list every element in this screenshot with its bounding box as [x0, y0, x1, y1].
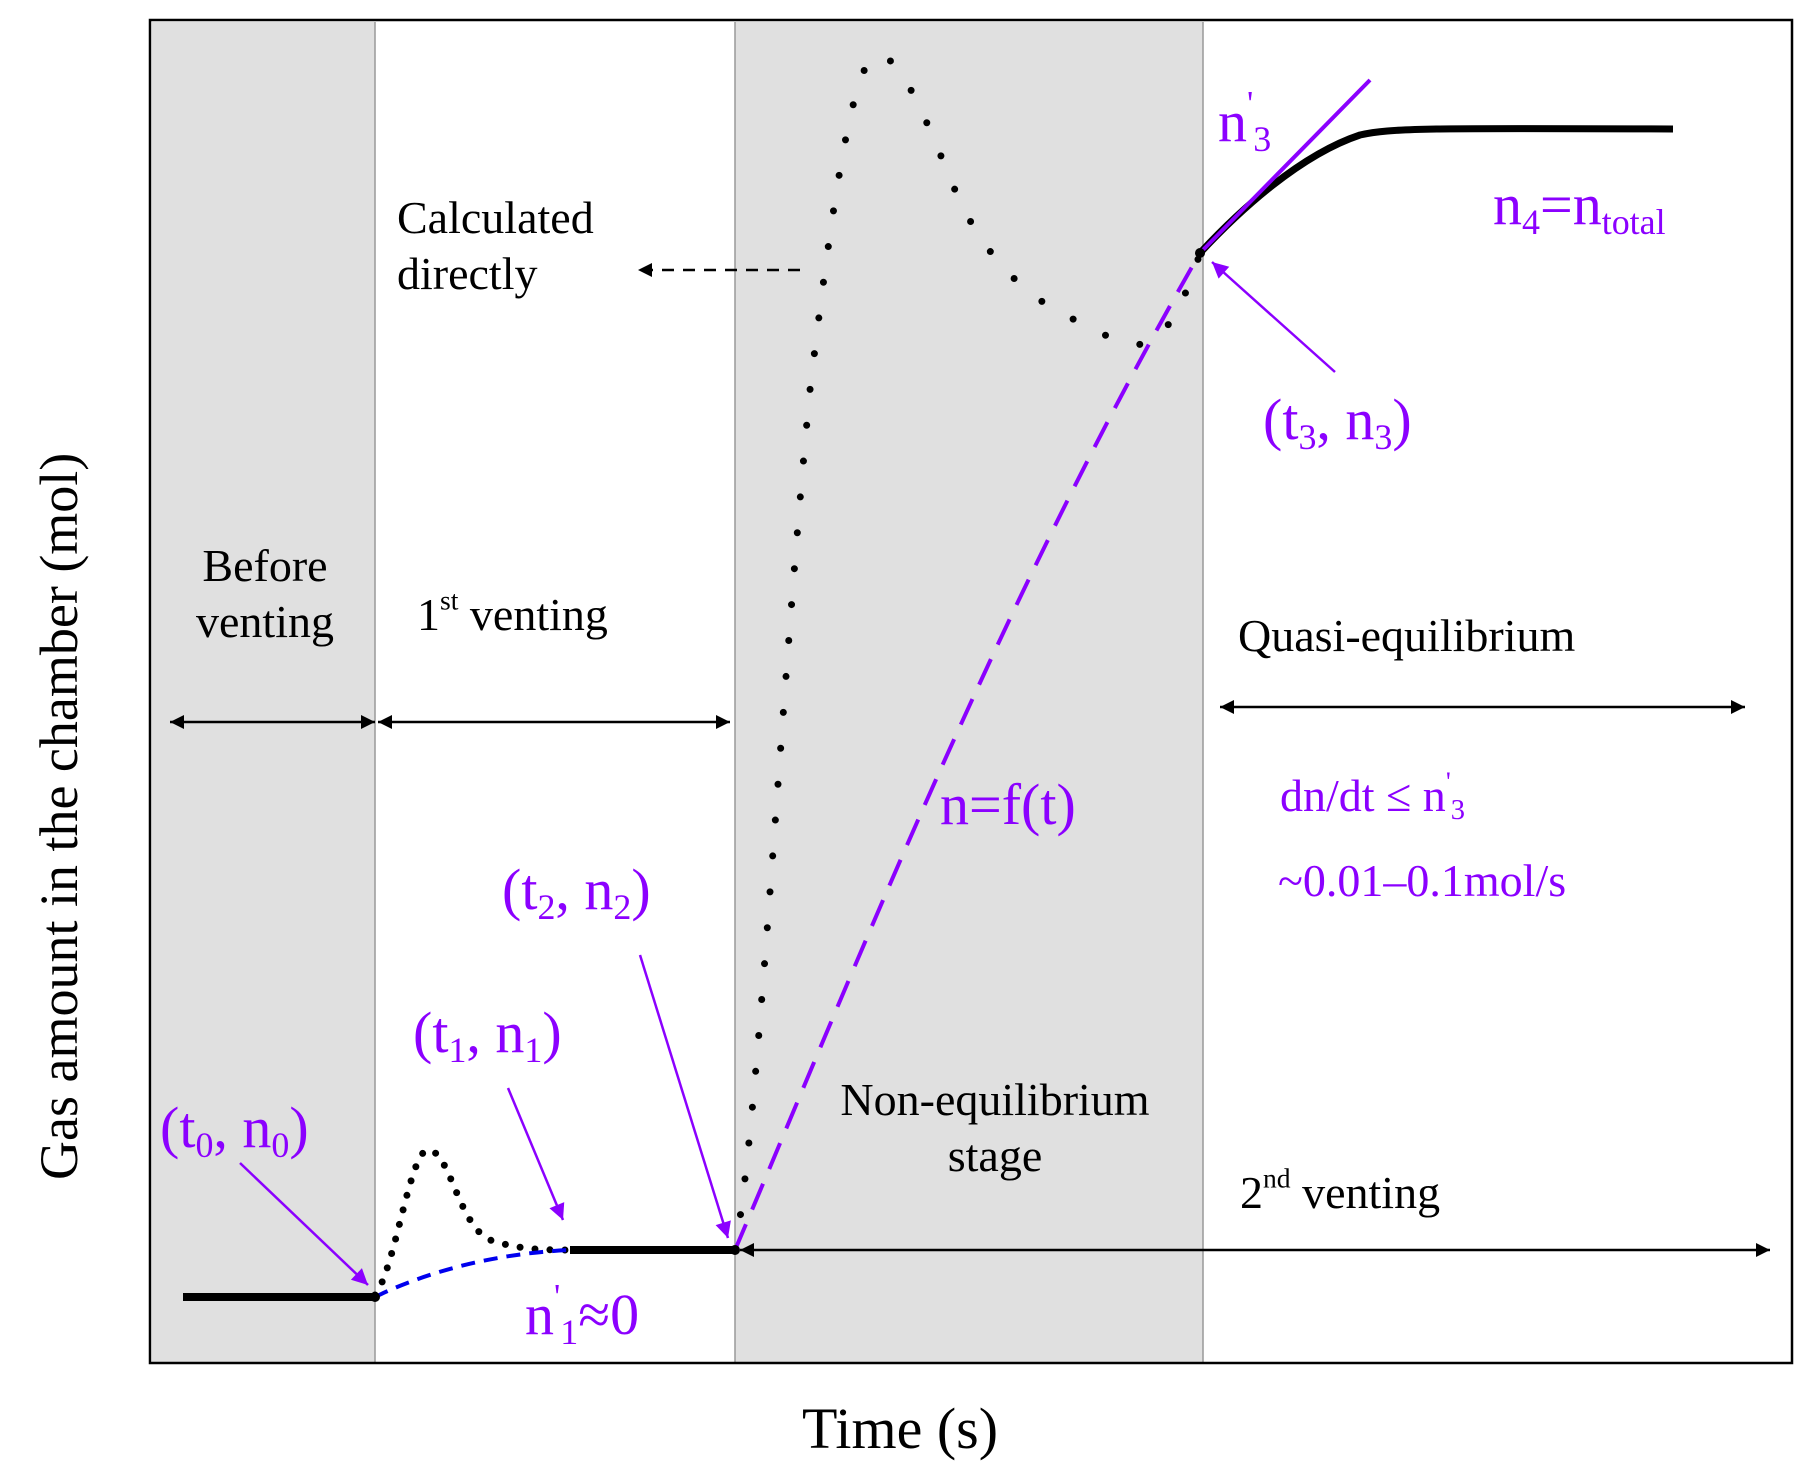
- p2-mid: , n: [555, 857, 614, 922]
- p0-sub2: 0: [271, 1125, 290, 1166]
- label-non-equilibrium-line2: stage: [947, 1130, 1043, 1182]
- p3-mid: , n: [1316, 387, 1375, 452]
- n4-base: n: [1493, 172, 1522, 237]
- p2-open: (t: [502, 857, 538, 922]
- p1-open: (t: [413, 1000, 449, 1065]
- point-t2-n2: [730, 1245, 740, 1255]
- label-calculated-line1: Calculated: [397, 192, 594, 243]
- p3-open: (t: [1263, 387, 1299, 452]
- label-before-venting-line2: venting: [196, 596, 334, 648]
- label-before-venting: Before venting: [155, 538, 375, 650]
- p0-close: ): [289, 1095, 309, 1160]
- p1-sub1: 1: [448, 1030, 467, 1071]
- p0-mid: , n: [213, 1095, 272, 1160]
- shade-non-equilibrium: [735, 22, 1203, 1362]
- rate-sup: ': [1445, 765, 1451, 797]
- pointer-p2: [638, 954, 731, 1239]
- second-venting-word: venting: [1290, 1167, 1441, 1218]
- label-n-f-t: n=f(t): [940, 772, 1076, 837]
- label-rate-line2: ~0.01–0.1mol/s: [1278, 855, 1567, 906]
- dashed-fit-non-equilibrium: [733, 252, 1202, 1251]
- n3-prime-sub: 3: [1253, 119, 1272, 160]
- p2-close: ): [631, 857, 651, 922]
- plot-frame: [148, 18, 1794, 1365]
- dotted-overshoot-first-venting: [371, 1146, 574, 1299]
- label-rate-line1: dn/dt ≤ n'3: [1280, 765, 1466, 826]
- pointer-p0: [239, 1162, 369, 1286]
- point-t0-n0: [370, 1292, 380, 1302]
- y-axis-label: Gas amount in the chamber (mol): [29, 452, 89, 1180]
- p0-sub1: 0: [195, 1125, 214, 1166]
- p2-sub2: 2: [613, 887, 632, 928]
- n4-sub2: total: [1601, 202, 1666, 243]
- n3-prime-sup: ': [1247, 83, 1254, 123]
- dashed-fit-first-venting: [374, 1248, 571, 1299]
- p1-mid: , n: [466, 1000, 525, 1065]
- first-venting-sup: st: [440, 584, 459, 616]
- label-t2-n2: (t2, n2): [502, 855, 651, 925]
- p0-open: (t: [160, 1095, 196, 1160]
- x-axis-label: Time (s): [801, 1396, 999, 1461]
- second-venting-num: 2: [1240, 1167, 1263, 1218]
- label-quasi-equilibrium: Quasi-equilibrium: [1238, 610, 1576, 661]
- p3-sub1: 3: [1298, 417, 1317, 458]
- label-before-venting-line1: Before: [202, 540, 328, 591]
- label-n3-prime: n'3: [1218, 83, 1272, 160]
- n1-prime-base: n: [525, 1282, 554, 1347]
- n1-prime-sub: 1: [560, 1312, 579, 1353]
- pointer-p3: [1211, 261, 1336, 373]
- label-t0-n0: (t0, n0): [160, 1093, 309, 1163]
- label-calculated-line2: directly: [397, 248, 538, 300]
- label-t3-n3: (t3, n3): [1263, 385, 1412, 455]
- p1-sub2: 1: [524, 1030, 543, 1071]
- label-calculated-directly: Calculated directly: [397, 190, 594, 302]
- first-venting-word: venting: [458, 589, 608, 640]
- label-non-equilibrium-line1: Non-equilibrium: [840, 1074, 1150, 1125]
- label-second-venting: 2nd venting: [1240, 1162, 1441, 1221]
- n4-eq: =n: [1539, 172, 1602, 237]
- point-t3-n3: [1195, 248, 1205, 258]
- label-first-venting: 1st venting: [417, 584, 608, 643]
- rate-text: dn/dt ≤ n: [1280, 770, 1446, 821]
- p2-sub1: 2: [537, 887, 556, 928]
- n1-prime-sup: ': [554, 1276, 561, 1316]
- label-non-equilibrium: Non-equilibrium stage: [790, 1072, 1200, 1184]
- n4-sub1: 4: [1522, 202, 1540, 243]
- second-venting-sup: nd: [1263, 1162, 1291, 1194]
- shade-before-venting: [152, 22, 375, 1362]
- tangent-n3-prime: [1198, 78, 1372, 255]
- pointer-p1: [506, 1087, 565, 1221]
- first-venting-num: 1: [417, 589, 440, 640]
- n1-prime-tail: ≈0: [578, 1282, 640, 1347]
- n3-prime-base: n: [1218, 89, 1247, 154]
- p3-sub2: 3: [1374, 417, 1393, 458]
- p3-close: ): [1392, 387, 1412, 452]
- label-n4-total: n4=ntotal: [1493, 170, 1666, 240]
- label-n1-prime: n'1≈0: [525, 1276, 640, 1353]
- p1-close: ): [542, 1000, 562, 1065]
- label-t1-n1: (t1, n1): [413, 998, 562, 1068]
- rate-sub: 3: [1450, 794, 1466, 826]
